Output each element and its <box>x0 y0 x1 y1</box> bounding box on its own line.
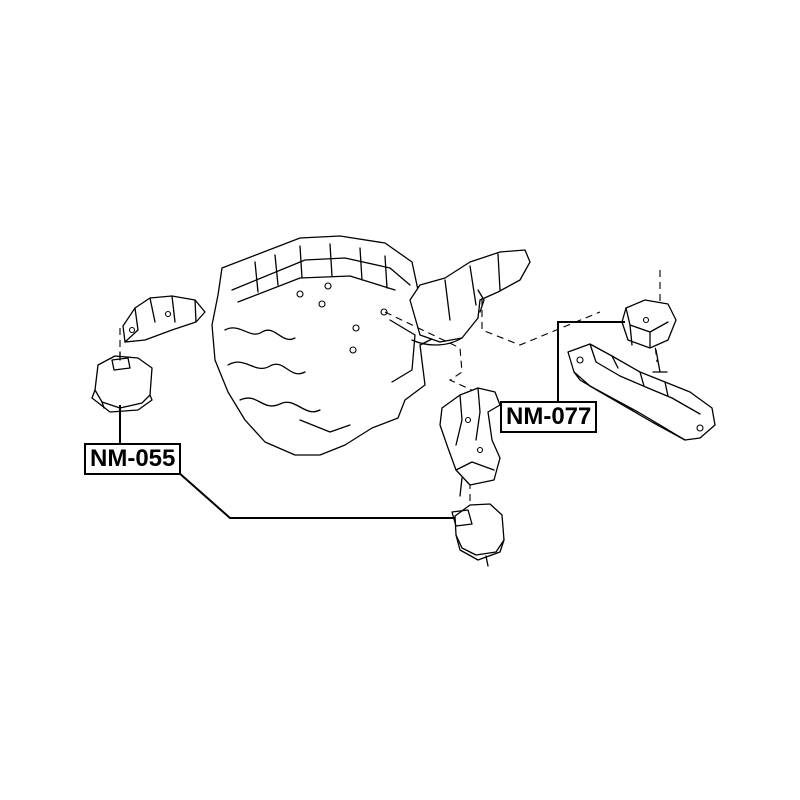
left-engine-mount <box>91 351 153 413</box>
center-upper-bracket <box>439 387 501 497</box>
left-upper-bracket <box>122 295 206 343</box>
part-number-label-nm055: NM-055 <box>84 443 182 475</box>
leader-lines <box>119 321 625 519</box>
center-engine-mount <box>451 503 505 567</box>
engine-block <box>211 235 441 456</box>
right-transmission-mount <box>621 299 677 373</box>
transmission <box>409 249 531 346</box>
part-number-label-nm077: NM-077 <box>500 401 598 433</box>
transmission-crossmember <box>567 343 716 441</box>
